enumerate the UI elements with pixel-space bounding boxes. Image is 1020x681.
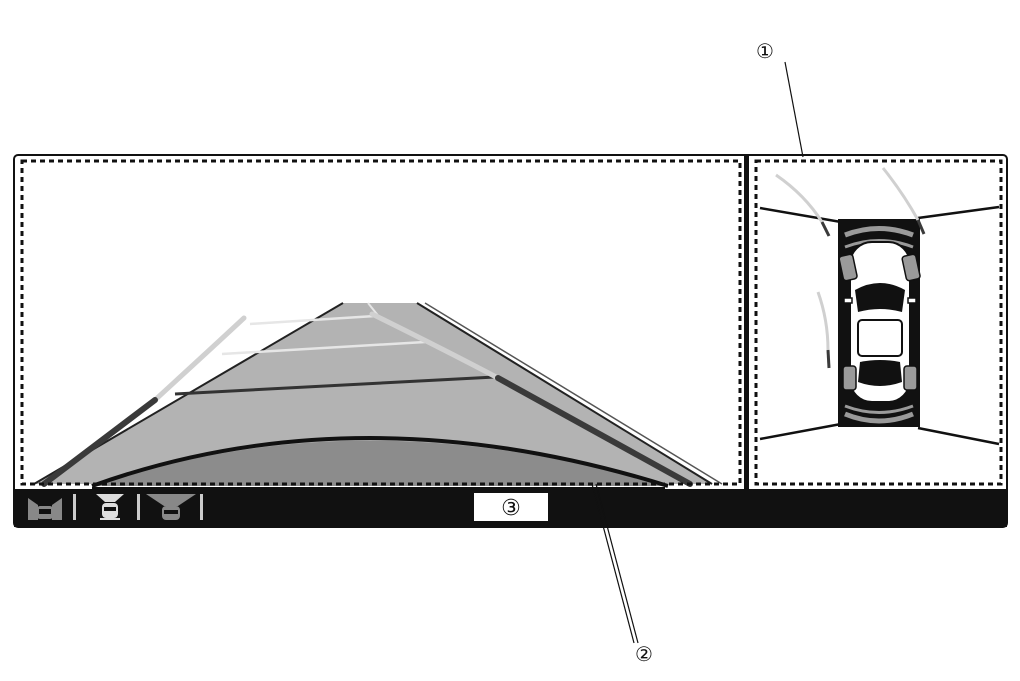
vehicle-hood [95,440,665,486]
guide-line-right-light [369,311,501,381]
side-camera-view-icon[interactable] [26,494,64,522]
hood-outline [91,436,669,488]
road-edge-right-inner [424,302,723,485]
main-camera-view [20,159,742,488]
callout-1-label: ① [756,39,774,63]
callout-3-label: ③ [501,496,521,521]
icon-separator [200,494,203,520]
callout-2-label: ② [635,642,653,666]
icon-separator [73,494,76,520]
distance-guide-line [174,375,496,396]
callout-1: ① [756,39,804,158]
wide-camera-view-icon[interactable] [146,494,196,520]
road-edge-right [416,302,713,485]
road-surface [34,303,712,484]
front-camera-view-icon[interactable] [96,494,124,520]
callout-3-box: ③ [474,493,548,521]
guide-line-left-dark [41,397,158,487]
top-view [754,159,1003,486]
main-view-dashed-frame [20,159,742,486]
view-divider [744,155,749,489]
callout-2: ② [591,483,653,666]
parking-line-2 [221,340,426,356]
guide-line-left-light [152,315,247,403]
vehicle-top-icon [838,241,921,403]
parking-line-1 [249,314,376,326]
top-view-dashed-frame [754,159,1003,486]
guide-line-right-dark [495,375,693,487]
icon-separator [137,494,140,520]
